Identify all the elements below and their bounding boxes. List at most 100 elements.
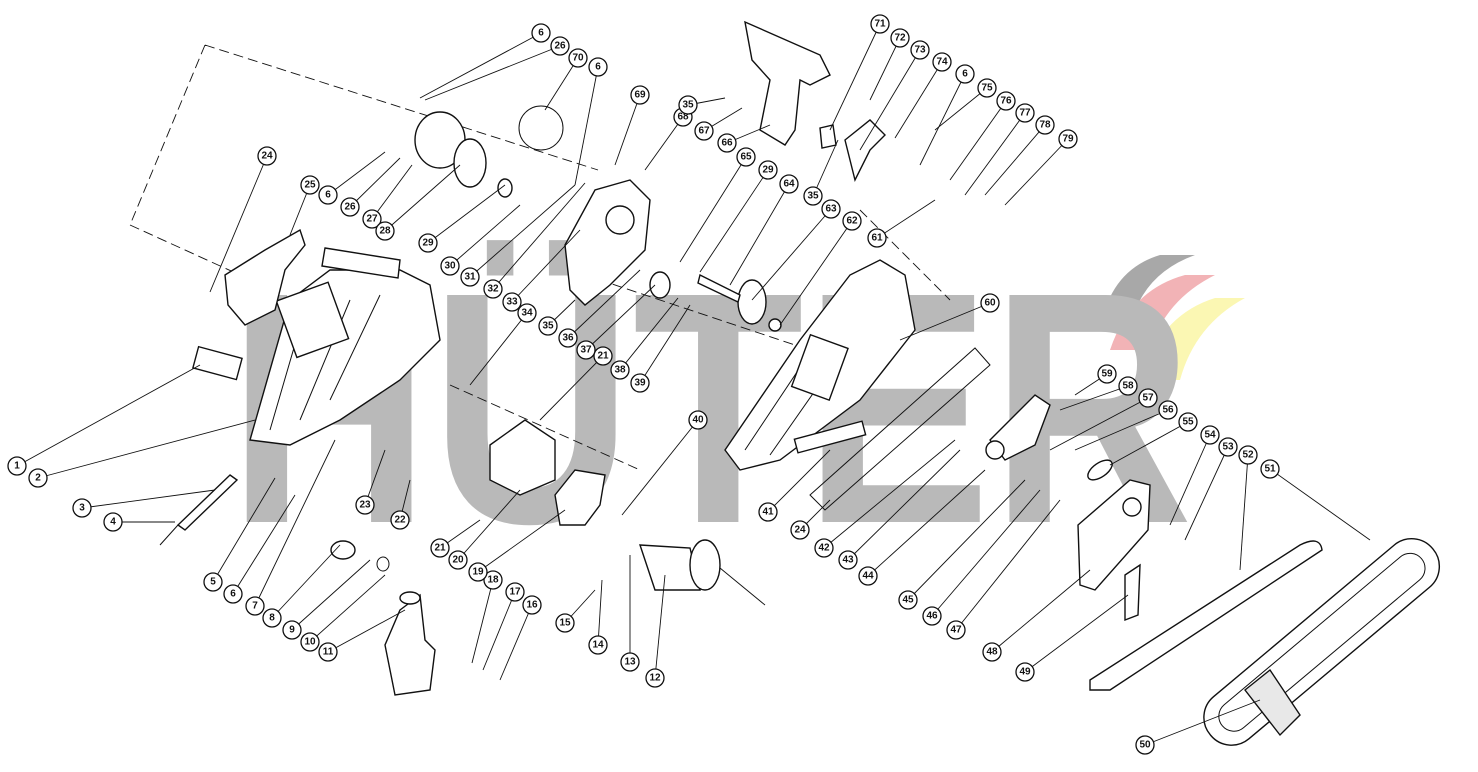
callout-22: 22 xyxy=(390,479,411,530)
leader-line xyxy=(1269,468,1371,541)
callout-24: 24 xyxy=(209,146,277,293)
leader-line xyxy=(751,208,832,301)
callout-circle xyxy=(340,197,360,217)
callout-1: 1 xyxy=(7,364,201,476)
callout-number: 36 xyxy=(562,333,574,344)
callout-35: 35 xyxy=(678,95,726,115)
pulley xyxy=(453,138,487,188)
callout-circle xyxy=(550,36,570,56)
callout-number: 17 xyxy=(509,587,521,598)
callout-circle xyxy=(838,550,858,570)
callout-circle xyxy=(814,538,834,558)
callout-number: 52 xyxy=(1242,450,1254,461)
callout-number: 67 xyxy=(698,126,710,137)
callout-21: 21 xyxy=(430,519,481,558)
callout-47: 47 xyxy=(946,499,1061,640)
callout-65: 65 xyxy=(679,147,756,263)
callout-6: 6 xyxy=(574,57,608,186)
callout-circle xyxy=(1035,115,1055,135)
callout-circle xyxy=(522,595,542,615)
leader-line xyxy=(291,559,371,631)
callout-41: 41 xyxy=(758,449,831,522)
callout-number: 55 xyxy=(1182,417,1194,428)
callout-35: 35 xyxy=(538,299,576,336)
callout-circle xyxy=(375,221,395,241)
callout-number: 71 xyxy=(874,19,886,30)
callout-circle xyxy=(28,468,48,488)
detail-circle xyxy=(518,105,564,151)
callout-number: 27 xyxy=(366,214,378,225)
callout-circle xyxy=(977,78,997,98)
leader-line xyxy=(37,419,256,479)
callout-circle xyxy=(538,316,558,336)
leader-line xyxy=(482,591,516,671)
callout-number: 49 xyxy=(1019,667,1031,678)
leader-line xyxy=(644,116,684,171)
callout-number: 28 xyxy=(379,226,391,237)
leader-line xyxy=(16,364,201,467)
leader-line xyxy=(384,164,461,232)
bar-sheath xyxy=(1244,668,1301,737)
callout-60: 60 xyxy=(899,293,1000,341)
callout-circle xyxy=(576,340,596,360)
callout-circle xyxy=(630,373,650,393)
callout-circle xyxy=(620,652,640,672)
leader-line xyxy=(209,155,268,293)
callout-number: 35 xyxy=(807,191,819,202)
callout-21: 21 xyxy=(539,346,613,421)
callout-number: 31 xyxy=(464,272,476,283)
callout-circle xyxy=(1158,400,1178,420)
leader-line xyxy=(949,100,1007,181)
callout-circle xyxy=(1260,459,1280,479)
callout-33: 33 xyxy=(502,229,581,312)
callout-circle xyxy=(502,292,522,312)
callout-circle xyxy=(821,199,841,219)
leader-line xyxy=(812,139,839,197)
callout-79: 79 xyxy=(1004,129,1078,206)
power-cord xyxy=(176,474,239,531)
callout-number: 1 xyxy=(14,461,20,472)
leader-line xyxy=(349,157,401,208)
callout-circle xyxy=(982,642,1002,662)
leader-line xyxy=(991,569,1091,653)
callout-number: 73 xyxy=(914,45,926,56)
callout-number: 45 xyxy=(902,595,914,606)
callout-circle xyxy=(588,635,608,655)
callout-circle xyxy=(430,538,450,558)
callout-number: 21 xyxy=(597,351,609,362)
callout-29: 29 xyxy=(418,184,506,253)
callout-circle xyxy=(932,52,952,72)
callout-number: 51 xyxy=(1264,464,1276,475)
callout-57: 57 xyxy=(1049,388,1158,451)
callout-circle xyxy=(517,303,537,323)
callout-number: 35 xyxy=(542,321,554,332)
callout-42: 42 xyxy=(814,439,956,558)
leader-line xyxy=(544,57,579,111)
callout-circle xyxy=(1097,364,1117,384)
callout-10: 10 xyxy=(300,574,386,652)
callout-2: 2 xyxy=(28,419,256,488)
callout-62: 62 xyxy=(779,211,862,326)
callout-circle xyxy=(1135,735,1155,755)
leader-line xyxy=(1049,397,1149,451)
callout-circle xyxy=(955,64,975,84)
callout-number: 65 xyxy=(740,152,752,163)
callout-35: 35 xyxy=(803,139,839,206)
callout-number: 14 xyxy=(592,640,604,651)
leader-line xyxy=(469,184,576,278)
guide-bar xyxy=(1089,540,1323,691)
callout-number: 15 xyxy=(559,618,571,629)
leader-line xyxy=(931,489,1041,617)
right-housing xyxy=(724,259,916,471)
callout-number: 39 xyxy=(634,378,646,389)
callout-number: 7 xyxy=(252,601,258,612)
leader-line xyxy=(823,439,956,549)
callout-5: 5 xyxy=(203,477,276,592)
leader-line xyxy=(984,124,1046,196)
callout-number: 30 xyxy=(444,261,456,272)
callout-circle xyxy=(531,23,551,43)
callout-circle xyxy=(223,584,243,604)
callout-circle xyxy=(610,360,630,380)
callout-circle xyxy=(867,228,887,248)
callout-25: 25 xyxy=(289,175,320,236)
